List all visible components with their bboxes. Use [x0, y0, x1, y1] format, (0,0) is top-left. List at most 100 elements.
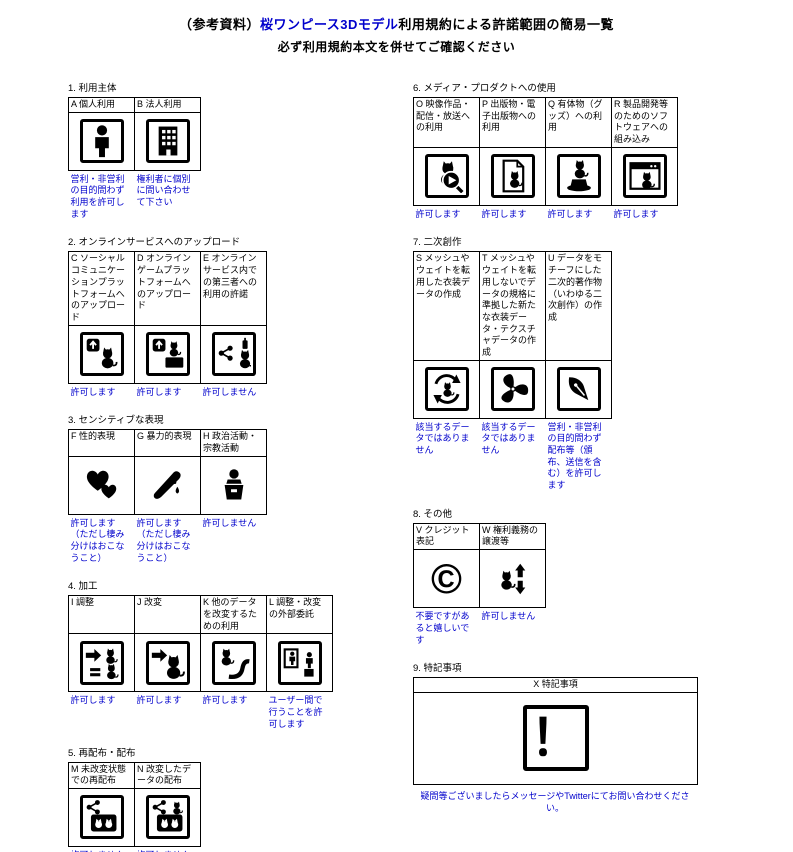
icon-cell — [545, 146, 612, 206]
permission-table: V クレジット表記 W 権利義務の譲渡等 © — [413, 522, 546, 647]
icon-cell — [134, 111, 201, 171]
section-redistribution: 5. 再配布・配布 M 未改変状態での再配布 N 改変したデータの配布 — [68, 745, 368, 852]
result-row: 許可します 許可します 許可します 許可します — [414, 205, 678, 221]
icon-cell: ！ — [413, 691, 698, 785]
page-title: （参考資料）桜ワンピース3Dモデル利用規約による許諾範囲の簡易一覧 — [0, 14, 793, 33]
hearts-icon — [79, 463, 124, 508]
item-header: L 調整・改変の外部委託 — [266, 595, 333, 635]
section-heading: 9. 特記事項 — [413, 663, 462, 675]
permission-table: X 特記事項 ！ — [413, 677, 698, 785]
icon-cell — [200, 324, 267, 384]
item-result: 許可します — [136, 695, 182, 706]
permission-table: F 性的表現 G 暴力的表現 H 政治活動・宗教活動 — [68, 429, 267, 565]
section-heading: 4. 加工 — [68, 581, 98, 593]
item-result: ユーザー間で行うことを許可します — [268, 695, 323, 729]
exclamation-icon: ！ — [522, 705, 589, 772]
item-header: C ソーシャルコミュニケーションプラットフォームへのアップロード — [68, 251, 135, 326]
item-result: 該当するデータではありません — [481, 421, 536, 455]
result-row: 許可します 許可します 許可します ユーザー間で行うことを許可します — [69, 692, 333, 732]
left-column: 1. 利用主体 A 個人利用 B 法人利用 — [68, 80, 368, 852]
item-header: Q 有体物（グッズ）への利用 — [545, 97, 612, 148]
icon-cell — [68, 324, 135, 384]
header-row: X 特記事項 — [413, 677, 698, 693]
rights-transfer-icon — [490, 556, 535, 601]
item-result: 許可しません — [481, 611, 536, 622]
icon-cell — [134, 787, 201, 847]
page-subtitle: 必ず利用規約本文を併せてご確認ください — [277, 40, 516, 54]
copyright-glyph: © — [431, 554, 462, 602]
item-header: M 未改変状態での再配布 — [68, 761, 135, 789]
item-header: R 製品開発等のためのソフトウェアへの組み込み — [611, 97, 678, 148]
item-header: W 権利義務の譲渡等 — [479, 522, 546, 551]
icon-row — [413, 146, 678, 206]
icon-row — [68, 787, 201, 847]
item-header: G 暴力的表現 — [134, 429, 201, 457]
item-header: U データをモチーフにした二次的著作物（いわゆる二次創作）の作成 — [545, 251, 612, 361]
section-media-product: 6. メディア・プロダクトへの使用 O 映像作品・配信・放送への利用 P 出版物… — [413, 80, 713, 221]
pen-icon — [556, 367, 601, 412]
software-icon — [622, 154, 667, 199]
section-sensitive-expression: 3. センシティブな表現 F 性的表現 G 暴力的表現 H 政治活動・宗教活動 — [68, 412, 368, 565]
icon-row — [413, 359, 612, 419]
icon-cell — [200, 633, 267, 693]
item-header: H 政治活動・宗教活動 — [200, 429, 267, 457]
result-row: 許可しません 許可しません — [69, 846, 201, 852]
item-result: 許可します — [70, 695, 116, 706]
item-result: 許可しません — [69, 846, 135, 852]
section-derivative-works: 7. 二次創作 S メッシュやウェイトを転用した衣装データの作成 T メッシュや… — [413, 234, 713, 492]
item-header: I 調整 — [68, 595, 135, 635]
item-header: F 性的表現 — [68, 429, 135, 457]
item-result: 許可します — [415, 208, 461, 219]
section-heading: 1. 利用主体 — [68, 83, 117, 94]
knife-icon — [145, 463, 190, 508]
redistribute-icon — [79, 795, 124, 840]
icon-row — [68, 455, 267, 515]
icon-cell — [479, 549, 546, 609]
section-heading: 2. オンラインサービスへのアップロード — [68, 237, 241, 249]
third-party-license-icon — [211, 332, 256, 377]
icon-cell — [479, 146, 546, 206]
building-icon — [145, 119, 190, 164]
header-row: O 映像作品・配信・放送への利用 P 出版物・電子出版物への利用 Q 有体物（グ… — [413, 97, 678, 148]
permission-table: M 未改変状態での再配布 N 改変したデータの配布 — [68, 761, 201, 852]
icon-cell — [479, 359, 546, 419]
copyright-icon: © — [424, 554, 469, 602]
section-online-upload: 2. オンラインサービスへのアップロード C ソーシャルコミュニケーションプラッ… — [68, 234, 368, 399]
item-result: 許可します — [547, 208, 593, 219]
icon-cell — [68, 111, 135, 171]
section-usage-subject: 1. 利用主体 A 個人利用 B 法人利用 — [68, 80, 368, 221]
icon-row — [68, 633, 333, 693]
exclamation-glyph: ！ — [530, 710, 581, 767]
item-result: 許可します — [481, 208, 527, 219]
permission-table: A 個人利用 B 法人利用 — [68, 97, 201, 221]
item-header: E オンラインサービス内での第三者への利用の許諾 — [200, 251, 267, 326]
item-result: 許可します — [613, 208, 659, 219]
upload-social-icon — [79, 332, 124, 377]
item-result: 営利・非営利の目的問わず配布等（頒布、送信を含む）を許可します — [547, 421, 602, 491]
icon-cell — [413, 359, 480, 419]
title-block: （参考資料）桜ワンピース3Dモデル利用規約による許諾範囲の簡易一覧 必ず利用規約… — [0, 14, 793, 55]
permission-table: S メッシュやウェイトを転用した衣装データの作成 T メッシュやウェイトを転用し… — [413, 251, 612, 492]
item-result: 権利者に個別に問い合わせて下さい — [136, 173, 191, 208]
distribute-modified-icon — [145, 795, 190, 840]
title-prefix: （参考資料） — [178, 17, 260, 32]
contact-note: 疑問等ございましたらメッセージやTwitterにてお問い合わせください。 — [420, 790, 690, 814]
item-result: 許可しません — [202, 517, 257, 528]
section-heading: 5. 再配布・配布 — [68, 747, 136, 759]
item-header: X 特記事項 — [413, 677, 698, 693]
section-heading: 6. メディア・プロダクトへの使用 — [413, 83, 556, 94]
header-row: C ソーシャルコミュニケーションプラットフォームへのアップロード D オンライン… — [68, 251, 267, 326]
item-result: 営利・非営利の目的問わず利用を許可します — [70, 173, 125, 219]
header-row: V クレジット表記 W 権利義務の譲渡等 — [413, 522, 546, 551]
model-link[interactable]: 桜ワンピース3Dモデル — [259, 17, 399, 32]
adjust-icon — [79, 640, 124, 685]
permission-table: C ソーシャルコミュニケーションプラットフォームへのアップロード D オンライン… — [68, 251, 267, 399]
icon-cell — [134, 324, 201, 384]
item-header: K 他のデータを改変するための利用 — [200, 595, 267, 635]
item-header: N 改変したデータの配布 — [134, 761, 201, 789]
icon-cell — [266, 633, 333, 693]
title-suffix: 利用規約による許諾範囲の簡易一覧 — [398, 17, 615, 32]
item-header: B 法人利用 — [134, 97, 201, 113]
section-heading: 8. その他 — [413, 508, 453, 520]
